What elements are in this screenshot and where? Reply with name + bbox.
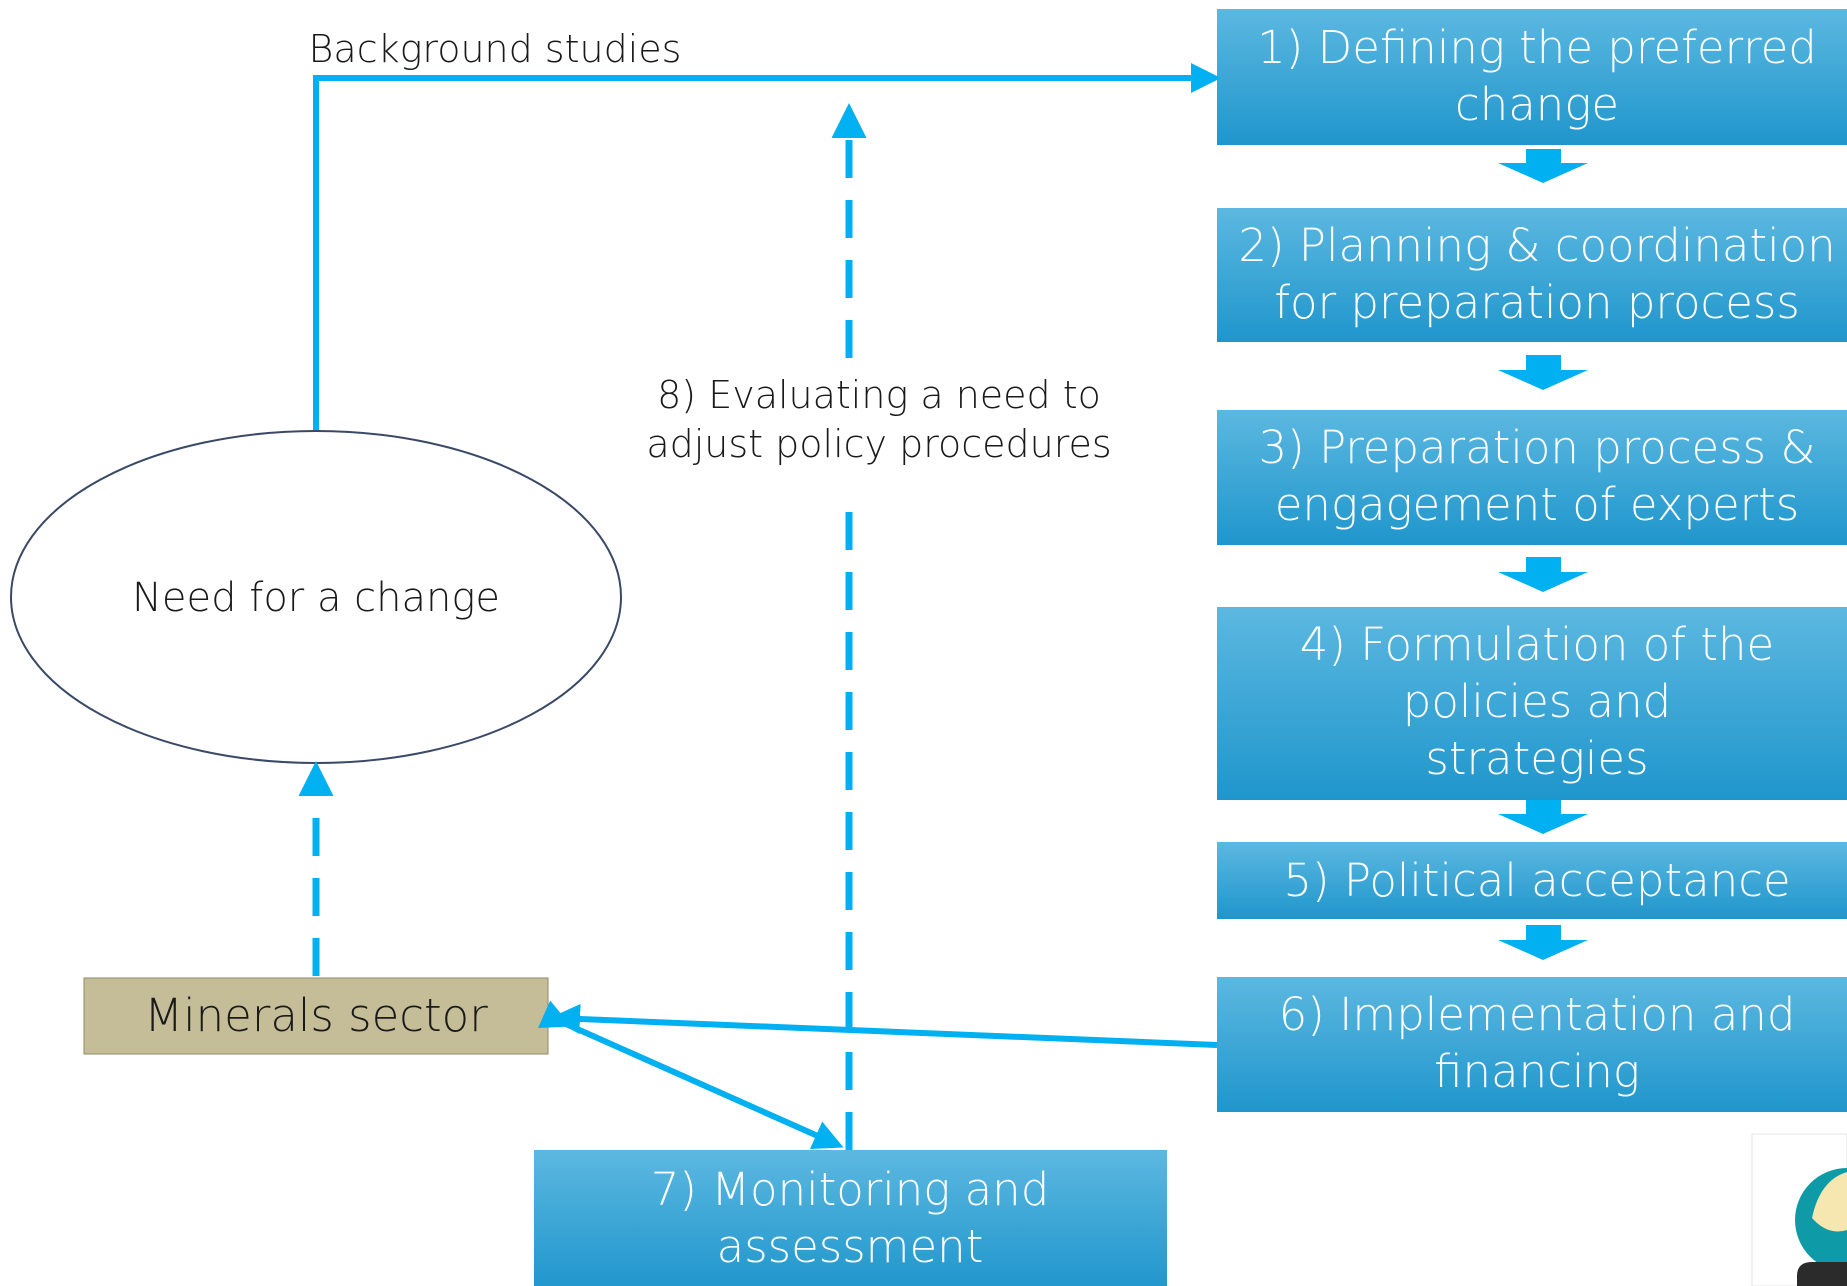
step-2-line-2: for preparation process	[1274, 276, 1800, 329]
step-box-1	[1217, 9, 1847, 145]
step-box-6	[1217, 977, 1847, 1112]
step-box-2	[1217, 208, 1847, 342]
step-4-line-1: 4) Formulation of the	[1300, 618, 1774, 671]
company-logo-icon	[1751, 1133, 1847, 1286]
monitoring-minerals-arrow	[537, 1000, 844, 1149]
step-box-4	[1217, 607, 1847, 800]
need-for-change-label: Need for a change	[132, 575, 500, 621]
monitoring-line-1: 7) Monitoring and	[651, 1163, 1050, 1216]
step-6-line-2: financing	[1434, 1045, 1640, 1098]
implementation-to-minerals-arrow	[550, 1003, 1218, 1048]
minerals-sector-box	[83, 977, 549, 1055]
evaluation-label-line-1: 8) Evaluating a need to	[657, 373, 1101, 417]
background-studies-label: Background studies	[309, 27, 682, 71]
down-arrow-5	[1498, 925, 1588, 960]
down-arrow-3	[1498, 557, 1588, 592]
step-box-3	[1217, 410, 1847, 545]
step-5-line-1: 5) Political acceptance	[1283, 854, 1790, 907]
step-4-line-3: strategies	[1425, 732, 1648, 785]
step-2-line-1: 2) Planning & coordination	[1238, 219, 1835, 272]
down-arrow-4	[1498, 800, 1588, 834]
background-studies-connector	[313, 63, 1221, 432]
step-4-line-2: policies and	[1403, 675, 1671, 728]
step-box-5	[1217, 842, 1847, 919]
step-1-line-2: change	[1455, 78, 1619, 131]
step-1-line-1: 1) Defining the preferred	[1257, 21, 1817, 74]
step-3-line-1: 3) Preparation process &	[1258, 421, 1815, 474]
monitoring-box	[534, 1150, 1167, 1286]
evaluation-label-line-2: adjust policy procedures	[646, 422, 1111, 466]
monitoring-line-2: assessment	[717, 1220, 984, 1273]
down-arrow-1	[1498, 149, 1588, 183]
minerals-sector-label: Minerals sector	[144, 989, 488, 1042]
down-arrow-2	[1498, 355, 1588, 390]
step-3-line-2: engagement of experts	[1275, 478, 1800, 531]
step-6-line-1: 6) Implementation and	[1279, 988, 1796, 1041]
